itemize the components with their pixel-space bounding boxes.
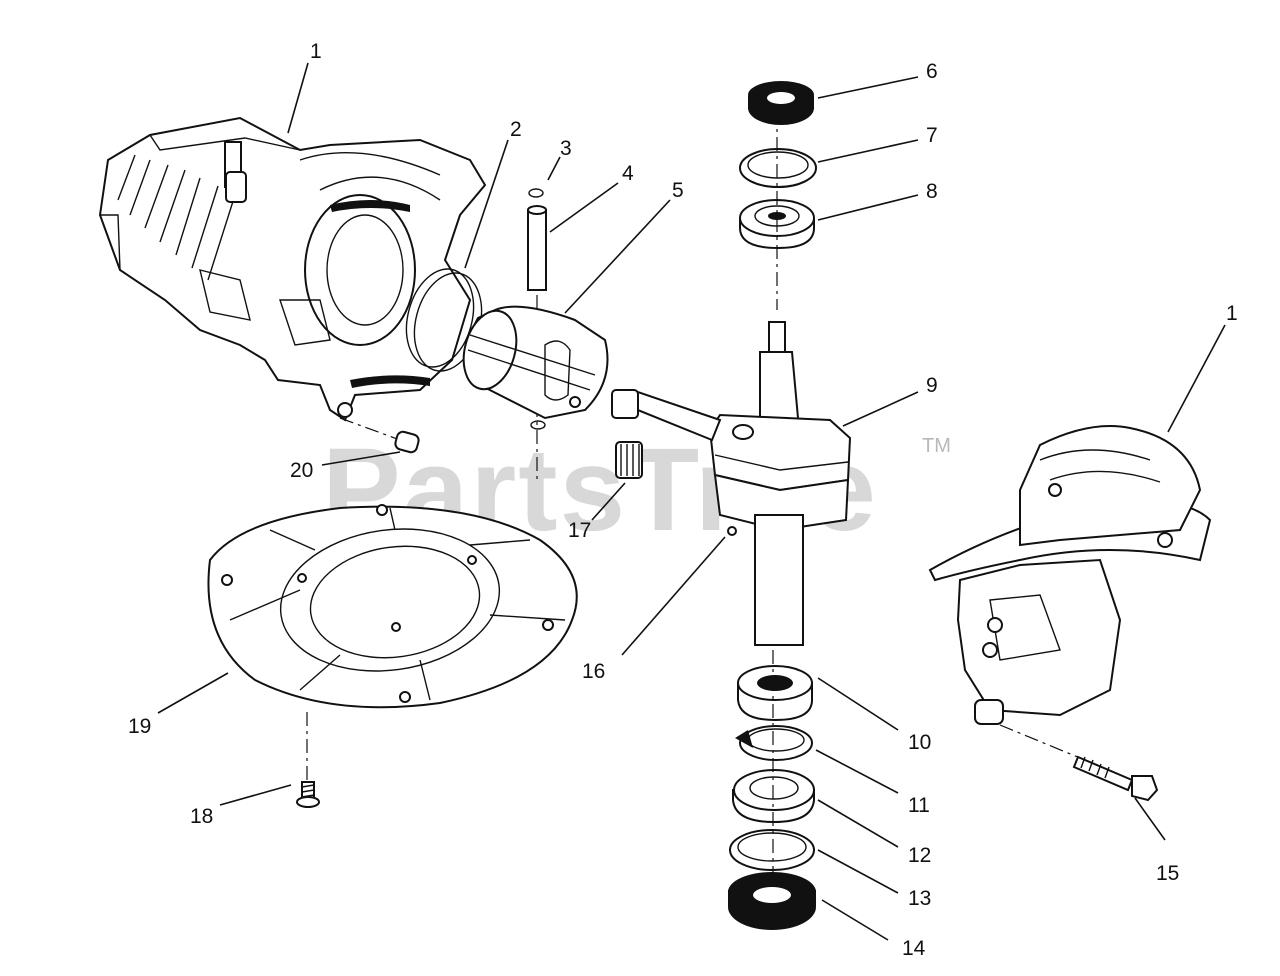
callout-3: 3 bbox=[560, 137, 572, 160]
crankshaft-seal-bottom-part[interactable] bbox=[728, 872, 816, 930]
needle-bearing-part[interactable] bbox=[615, 441, 643, 479]
crankshaft-seal-top-part[interactable] bbox=[748, 81, 814, 125]
snap-ring-bottom-part[interactable] bbox=[729, 829, 815, 871]
lower-sleeve-part[interactable] bbox=[737, 665, 813, 722]
callout-1-cylinder: 1 bbox=[310, 40, 322, 63]
cylinder-block-part[interactable] bbox=[98, 116, 487, 422]
callout-4: 4 bbox=[622, 162, 634, 185]
watermark-trademark: TM bbox=[922, 435, 951, 457]
callout-20: 20 bbox=[290, 459, 313, 482]
crankshaft-ball-part[interactable] bbox=[727, 526, 737, 536]
callout-8: 8 bbox=[926, 180, 938, 203]
callout-15: 15 bbox=[1156, 862, 1179, 885]
locating-pin-part[interactable] bbox=[394, 430, 420, 454]
bearing-bottom-part[interactable] bbox=[732, 769, 815, 824]
lower-clip-part[interactable] bbox=[735, 725, 813, 761]
crankshaft-part[interactable] bbox=[610, 321, 852, 646]
crankcase-cover-part[interactable] bbox=[928, 425, 1212, 725]
callout-1-cover: 1 bbox=[1226, 302, 1238, 325]
callout-2: 2 bbox=[510, 118, 522, 141]
part-15-axis bbox=[999, 724, 1086, 761]
callout-19: 19 bbox=[128, 715, 151, 738]
leader-lines bbox=[157, 62, 1226, 941]
piston-part[interactable] bbox=[455, 305, 609, 420]
callout-11: 11 bbox=[908, 794, 930, 817]
callout-16: 16 bbox=[582, 660, 605, 683]
part-20-axis bbox=[339, 417, 401, 441]
callout-17: 17 bbox=[568, 519, 591, 542]
gasket-plate-part[interactable] bbox=[207, 504, 578, 709]
callout-12: 12 bbox=[908, 844, 931, 867]
piston-pin-part[interactable] bbox=[527, 205, 547, 291]
callout-13: 13 bbox=[908, 887, 931, 910]
callout-labels: 1 1 2 3 4 5 6 7 8 9 10 11 12 13 14 15 16… bbox=[128, 40, 1238, 960]
snap-ring-top-part[interactable] bbox=[739, 148, 817, 188]
callout-7: 7 bbox=[926, 124, 938, 147]
callout-18: 18 bbox=[190, 805, 213, 828]
screw-part[interactable] bbox=[296, 781, 320, 808]
callout-6: 6 bbox=[926, 60, 938, 83]
piston-pin-clip-part[interactable] bbox=[528, 188, 546, 430]
callout-5: 5 bbox=[672, 179, 684, 202]
bolt-part[interactable] bbox=[1072, 755, 1159, 802]
callout-14: 14 bbox=[902, 937, 926, 960]
callout-10: 10 bbox=[908, 731, 931, 754]
callout-9: 9 bbox=[926, 374, 938, 397]
